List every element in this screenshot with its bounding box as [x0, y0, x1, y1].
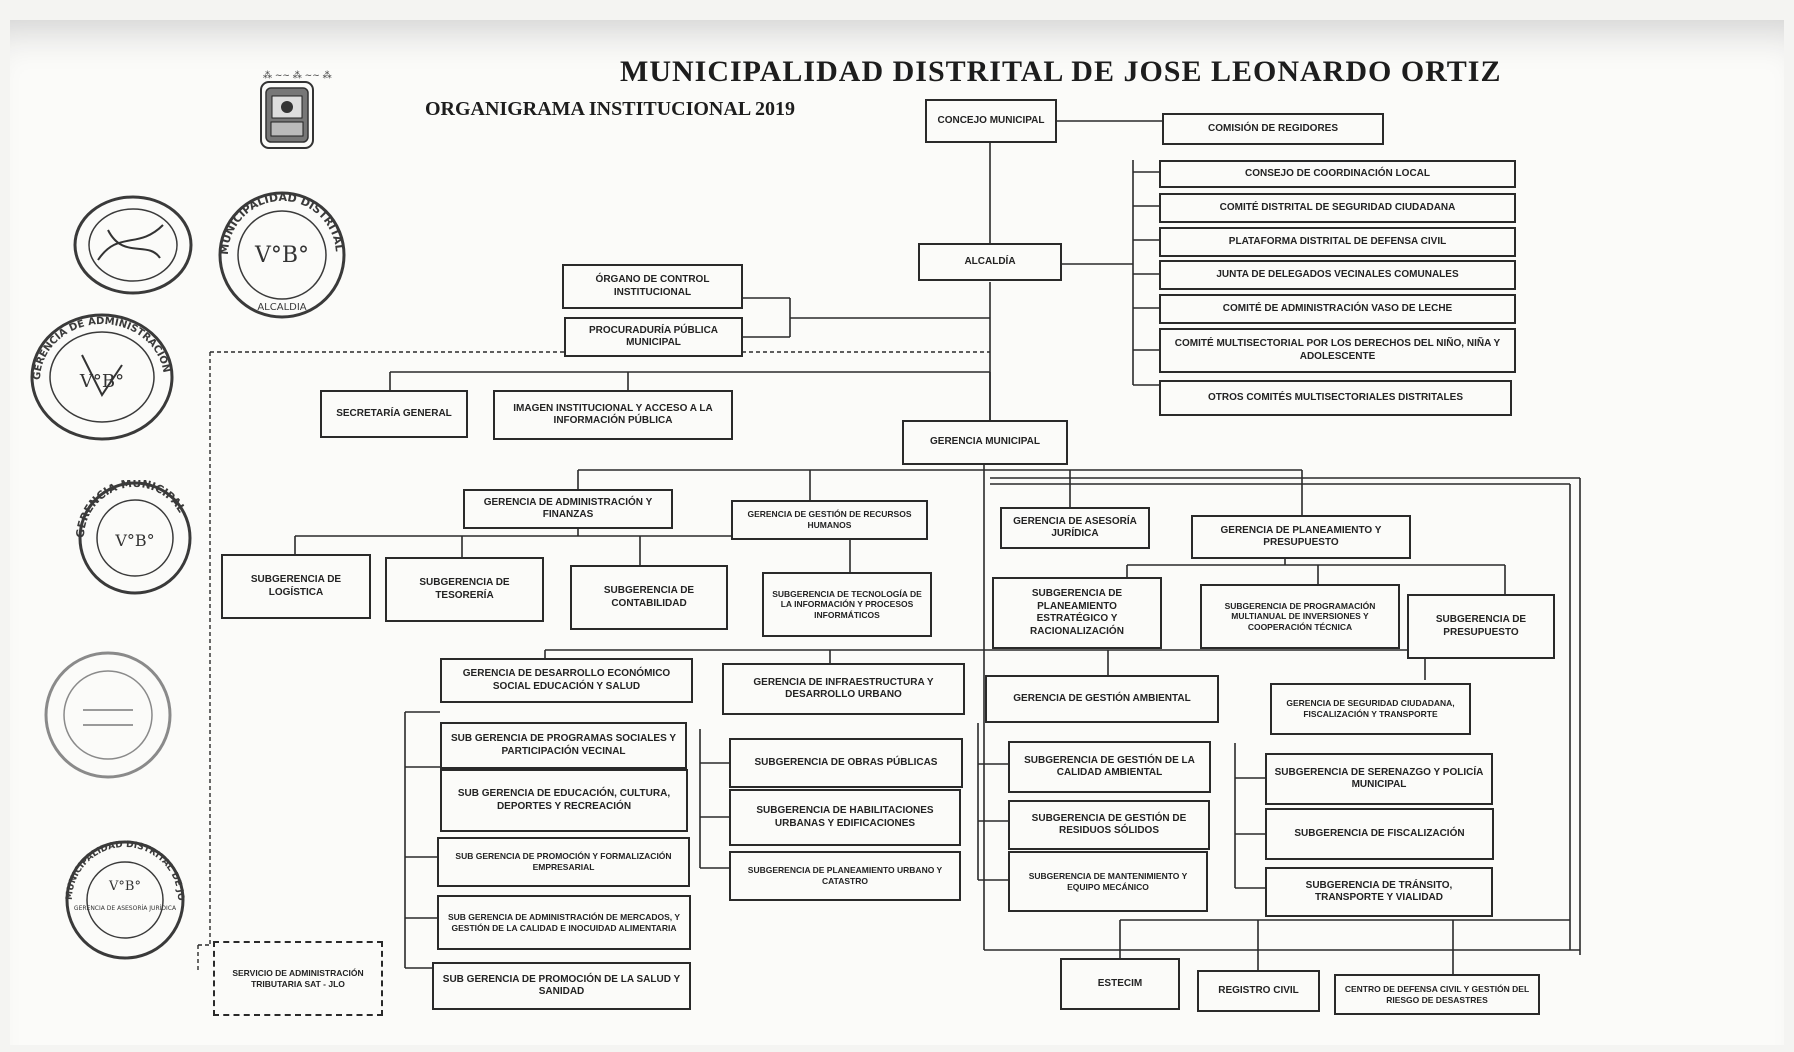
registro-civil-box: REGISTRO CIVIL	[1197, 970, 1320, 1012]
subgerencia-box: SUBGERENCIA DE TRÁNSITO, TRANSPORTE Y VI…	[1265, 867, 1493, 917]
control-institucional-box: ÓRGANO DE CONTROL INSTITUCIONAL	[562, 264, 743, 309]
committee-box: COMITÉ DISTRITAL DE SEGURIDAD CIUDADANA	[1159, 193, 1516, 223]
gerencia-desarrollo-economico-box: GERENCIA DE DESARROLLO ECONÓMICO SOCIAL …	[440, 658, 693, 703]
subgerencia-box: SUBGERENCIA DE PLANEAMIENTO URBANO Y CAT…	[729, 851, 961, 901]
gerencia-municipal-box: GERENCIA MUNICIPAL	[902, 420, 1068, 465]
committee-box: COMITÉ DE ADMINISTRACIÓN VASO DE LECHE	[1159, 294, 1516, 324]
sub-gerencia-box: SUB GERENCIA DE EDUCACIÓN, CULTURA, DEPO…	[440, 769, 688, 832]
seal-stamp	[73, 195, 193, 295]
comision-regidores-box: COMISIÓN DE REGIDORES	[1162, 113, 1384, 145]
gerencia-seguridad-box: GERENCIA DE SEGURIDAD CIUDADANA, FISCALI…	[1270, 683, 1471, 735]
gerencia-ambiental-box: GERENCIA DE GESTIÓN AMBIENTAL	[985, 675, 1219, 723]
gerencia-planeamiento-box: GERENCIA DE PLANEAMIENTO Y PRESUPUESTO	[1191, 515, 1411, 559]
committee-box: JUNTA DE DELEGADOS VECINALES COMUNALES	[1159, 260, 1516, 290]
committee-box: CONSEJO DE COORDINACIÓN LOCAL	[1159, 160, 1516, 188]
alcaldia-seal-stamp: MUNICIPALIDAD DISTRITAL JOSE L. ORTIZ V°…	[210, 190, 346, 319]
subgerencia-programacion-box: SUBGERENCIA DE PROGRAMACIÓN MULTIANUAL D…	[1200, 584, 1400, 649]
sub-gerencia-box: SUB GERENCIA DE ADMINISTRACIÓN DE MERCAD…	[437, 895, 691, 950]
gm-seal-text: GERENCIA MUNICIPAL	[74, 480, 188, 538]
sub-gerencia-box: SUB GERENCIA DE PROMOCIÓN Y FORMALIZACIÓ…	[437, 837, 690, 887]
committee-box: OTROS COMITÉS MULTISECTORIALES DISTRITAL…	[1159, 380, 1512, 416]
document-title: MUNICIPALIDAD DISTRITAL DE JOSE LEONARDO…	[620, 55, 1502, 88]
gerencia-infraestructura-box: GERENCIA DE INFRAESTRUCTURA Y DESARROLLO…	[722, 663, 965, 715]
defensa-civil-box: CENTRO DE DEFENSA CIVIL Y GESTIÓN DEL RI…	[1334, 974, 1540, 1015]
gerencia-asesoria-box: GERENCIA DE ASESORÍA JURÍDICA	[1000, 507, 1150, 549]
subgerencia-logistica-box: SUBGERENCIA DE LOGÍSTICA	[221, 554, 371, 619]
procuraduria-box: PROCURADURÍA PÚBLICA MUNICIPAL	[564, 317, 743, 357]
vb-mark: V°B°	[114, 531, 154, 550]
municipal-logo: ⁂ ~~ ⁂ ~~ ⁂	[255, 70, 370, 150]
subgerencia-box: SUBGERENCIA DE GESTIÓN DE LA CALIDAD AMB…	[1008, 741, 1211, 793]
subgerencia-tecnologia-box: SUBGERENCIA DE TECNOLOGÍA DE LA INFORMAC…	[762, 572, 932, 637]
subgerencia-presupuesto-box: SUBGERENCIA DE PRESUPUESTO	[1407, 594, 1555, 659]
chart-title: ORGANIGRAMA INSTITUCIONAL 2019	[425, 98, 796, 120]
imagen-institucional-box: IMAGEN INSTITUCIONAL Y ACCESO A LA INFOR…	[493, 390, 733, 440]
subgerencia-box: SUBGERENCIA DE FISCALIZACIÓN	[1265, 808, 1494, 860]
svg-text:GERENCIA MUNICIPAL: GERENCIA MUNICIPAL	[74, 480, 188, 538]
asesoria-seal-inner: GERENCIA DE ASESORÍA JURÍDICA	[74, 905, 177, 912]
gerencia-administracion-box: GERENCIA DE ADMINISTRACIÓN Y FINANZAS	[463, 489, 673, 529]
sat-box: SERVICIO DE ADMINISTRACIÓN TRIBUTARIA SA…	[213, 941, 383, 1016]
vb-mark: V°B°	[79, 371, 124, 392]
svg-text:⁂ ~~ ⁂ ~~ ⁂: ⁂ ~~ ⁂ ~~ ⁂	[263, 70, 332, 81]
alcaldia-seal-word: ALCALDIA	[257, 302, 306, 313]
admin-seal-stamp: GERENCIA DE ADMINISTRACIÓN Y FINANZAS V°…	[12, 305, 174, 441]
asesoria-seal-stamp: MUNICIPALIDAD DISTRITAL DE JOSE L. ORTIZ…	[60, 835, 185, 960]
subgerencia-box: SUBGERENCIA DE MANTENIMIENTO Y EQUIPO ME…	[1008, 851, 1208, 912]
secretaria-general-box: SECRETARÍA GENERAL	[320, 390, 468, 438]
round-seal-stamp	[44, 651, 172, 779]
subgerencia-box: SUBGERENCIA DE SERENAZGO Y POLICÍA MUNIC…	[1265, 753, 1493, 805]
estecim-box: ESTECIM	[1060, 958, 1180, 1010]
vb-mark: V°B°	[254, 243, 309, 268]
concejo-municipal-box: CONCEJO MUNICIPAL	[925, 99, 1057, 143]
committee-box: COMITÉ MULTISECTORIAL POR LOS DERECHOS D…	[1159, 328, 1516, 373]
sub-gerencia-box: SUB GERENCIA DE PROGRAMAS SOCIALES Y PAR…	[440, 722, 687, 769]
subgerencia-box: SUBGERENCIA DE HABILITACIONES URBANAS Y …	[729, 789, 961, 846]
subgerencia-box: SUBGERENCIA DE OBRAS PÚBLICAS	[729, 738, 963, 788]
committee-box: PLATAFORMA DISTRITAL DE DEFENSA CIVIL	[1159, 227, 1516, 257]
sub-gerencia-box: SUB GERENCIA DE PROMOCIÓN DE LA SALUD Y …	[432, 962, 691, 1010]
subgerencia-tesoreria-box: SUBGERENCIA DE TESORERÍA	[385, 557, 544, 622]
gerencia-rrhh-box: GERENCIA DE GESTIÓN DE RECURSOS HUMANOS	[731, 500, 928, 540]
subgerencia-contabilidad-box: SUBGERENCIA DE CONTABILIDAD	[570, 565, 728, 630]
vb-mark: V°B°	[108, 879, 141, 894]
subgerencia-box: SUBGERENCIA DE GESTIÓN DE RESIDUOS SÓLID…	[1008, 800, 1210, 850]
subgerencia-plan-estrategico-box: SUBGERENCIA DE PLANEAMIENTO ESTRATÉGICO …	[992, 577, 1162, 649]
alcaldia-box: ALCALDÍA	[918, 243, 1062, 281]
gerencia-municipal-seal-stamp: GERENCIA MUNICIPAL V°B°	[74, 480, 192, 595]
